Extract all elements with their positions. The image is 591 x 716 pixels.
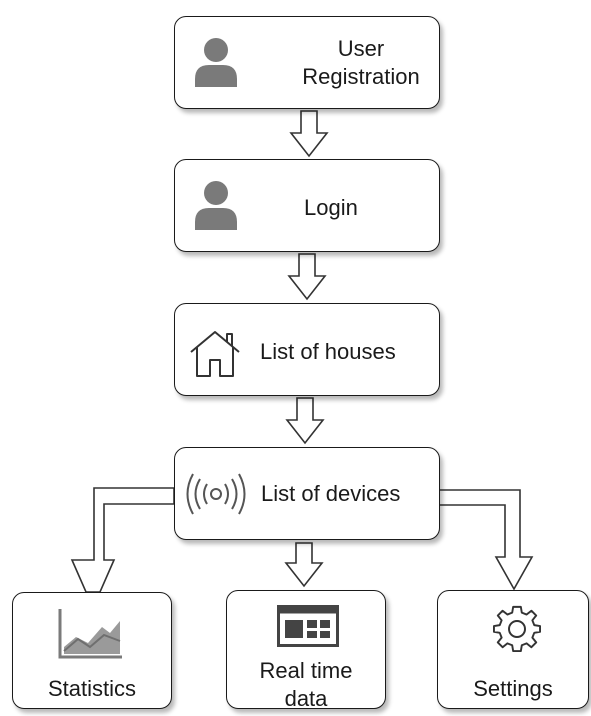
- arrow-login-to-houses: [287, 253, 327, 301]
- node-login: Login: [174, 159, 440, 252]
- node-user-registration-label: User Registration: [302, 36, 420, 89]
- gear-icon: [493, 605, 541, 653]
- node-list-of-houses: List of houses: [174, 303, 440, 396]
- node-settings: Settings: [437, 590, 589, 709]
- node-list-of-devices-label: List of devices: [261, 481, 401, 506]
- user-icon: [195, 181, 237, 230]
- arrow-houses-to-devices: [285, 397, 325, 445]
- node-statistics-label: Statistics: [47, 676, 137, 701]
- wireless-signal-icon: [186, 473, 246, 515]
- dashboard-panel-icon: [277, 605, 339, 647]
- area-chart-icon: [58, 609, 122, 659]
- node-real-time-data: Real time data: [226, 590, 386, 711]
- node-login-label: Login: [304, 195, 358, 220]
- node-real-time-data-label: Real time data: [259, 658, 353, 711]
- arrow-devices-to-settings: [438, 489, 534, 591]
- house-icon: [190, 331, 240, 377]
- arrow-registration-to-login: [289, 110, 329, 158]
- node-list-of-devices: List of devices: [174, 447, 440, 540]
- node-list-of-houses-label: List of houses: [260, 339, 396, 364]
- arrow-devices-to-realtime: [284, 542, 324, 588]
- node-statistics: Statistics: [12, 592, 172, 709]
- user-icon: [195, 38, 237, 87]
- arrow-devices-to-statistics: [70, 487, 175, 593]
- node-settings-label: Settings: [473, 676, 553, 701]
- node-user-registration: User Registration: [174, 16, 440, 109]
